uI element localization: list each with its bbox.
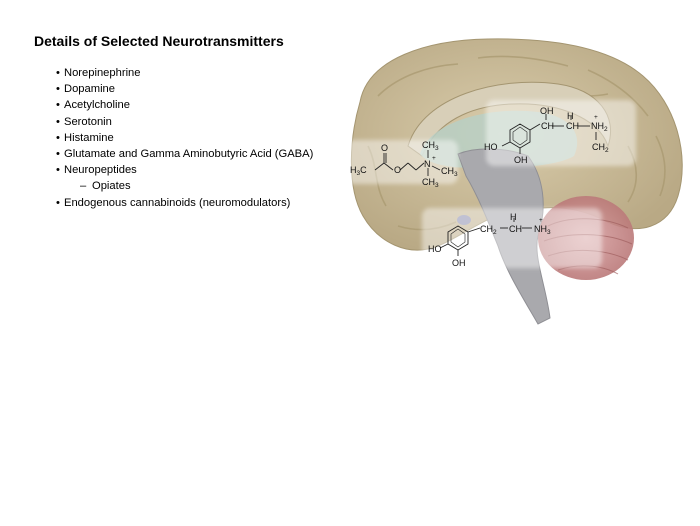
da-ch2: CH	[480, 224, 493, 234]
svg-text:CH3: CH3	[441, 166, 458, 178]
ne-h: H	[567, 111, 574, 121]
da-nh3-sub: 3	[547, 229, 551, 236]
bullet-marker: –	[80, 180, 87, 193]
ach-h3c-h: H	[350, 165, 357, 175]
ach-ch3-top: CH	[422, 140, 435, 150]
dopamine-structure	[439, 218, 532, 256]
ne-ch-2: CH	[566, 121, 579, 131]
bullet-text: Dopamine	[64, 83, 115, 96]
svg-text:CH2: CH2	[480, 224, 497, 236]
ach-ester-o: O	[394, 165, 401, 175]
ne-plus: +	[594, 114, 598, 121]
da-ch: CH	[509, 224, 522, 234]
bullet-marker: •	[56, 115, 60, 128]
bullet-marker: •	[56, 67, 60, 79]
ne-oh-top: OH	[540, 106, 554, 116]
bullet-item: • Serotonin	[56, 114, 313, 130]
bullet-marker: •	[56, 83, 60, 96]
bullet-item: • Acetylcholine	[56, 97, 313, 113]
da-ch2-sub: 2	[493, 229, 497, 236]
ach-h3c-sub: 3	[357, 170, 361, 177]
bullet-item: • Dopamine	[56, 81, 313, 97]
bullet-list: • Norepinephrine • Dopamine • Acetylcholine • S…	[56, 65, 313, 211]
ne-ch3: CH	[592, 142, 605, 152]
ach-carbonyl-o: O	[381, 143, 388, 153]
da-oh: OH	[452, 258, 466, 268]
ach-ch3-top-sub: 3	[435, 145, 439, 152]
svg-text:CH3: CH3	[422, 177, 439, 189]
brain-neurotransmitter-figure: H3C O O CH3 N + CH3 CH3 OH CH H CH NH2 +…	[346, 38, 683, 325]
ne-ch: CH	[541, 121, 554, 131]
bullet-text: Acetylcholine	[64, 99, 130, 112]
bullet-item: • Norepinephrine	[56, 65, 313, 81]
ach-ch3-right-sub: 3	[454, 171, 458, 178]
ach-ch3-right: CH	[441, 166, 454, 176]
ach-ch3-bottom: CH	[422, 177, 435, 187]
ne-oh-ring: OH	[514, 155, 528, 165]
slide-title: Details of Selected Neurotransmitters	[34, 33, 284, 49]
acetylcholine-structure	[374, 150, 441, 176]
ne-ho: HO	[484, 142, 498, 152]
da-plus: +	[539, 217, 543, 224]
sub-bullet-item: –Opiates	[56, 178, 313, 194]
bullet-item: • Endogenous cannabinoids (neuromodulator…	[56, 195, 313, 211]
ach-ch3-bottom-sub: 3	[435, 182, 439, 189]
bullet-text: Glutamate and Gamma Aminobutyric Acid (G…	[64, 148, 314, 161]
ach-plus: +	[432, 155, 436, 162]
norepinephrine-structure	[501, 114, 597, 154]
svg-text:CH3: CH3	[422, 140, 439, 152]
ach-nitrogen: N	[424, 159, 431, 169]
ne-ch3-sub: 2	[605, 147, 609, 154]
ne-nh2: NH	[591, 121, 604, 131]
bullet-marker: •	[56, 164, 60, 177]
bullet-text: Opiates	[92, 180, 131, 193]
bullet-marker: •	[56, 196, 60, 209]
bullet-text: Histamine	[64, 131, 114, 144]
svg-text:H3C: H3C	[350, 165, 367, 177]
ach-h3c-c: C	[360, 165, 367, 175]
svg-text:NH2: NH2	[591, 121, 608, 133]
da-nh3: NH	[534, 224, 547, 234]
bullet-text: Serotonin	[64, 115, 112, 128]
da-h: H	[510, 212, 517, 222]
ne-nh2-sub: 2	[604, 126, 608, 133]
bullet-text: Endogenous cannabinoids (neuromodulators…	[64, 196, 291, 209]
svg-text:NH3: NH3	[534, 224, 551, 236]
bullet-item: • Histamine	[56, 130, 313, 146]
bullet-marker: •	[56, 99, 60, 112]
bullet-marker: •	[56, 148, 60, 161]
bullet-marker: •	[56, 131, 60, 144]
bullet-text: Neuropeptides	[64, 164, 137, 177]
bullet-text: Norepinephrine	[64, 67, 141, 79]
da-ho: HO	[428, 244, 442, 254]
bullet-item: • Glutamate and Gamma Aminobutyric Acid (…	[56, 146, 313, 162]
svg-text:CH2: CH2	[592, 142, 609, 154]
bullet-item: • Neuropeptides	[56, 162, 313, 178]
